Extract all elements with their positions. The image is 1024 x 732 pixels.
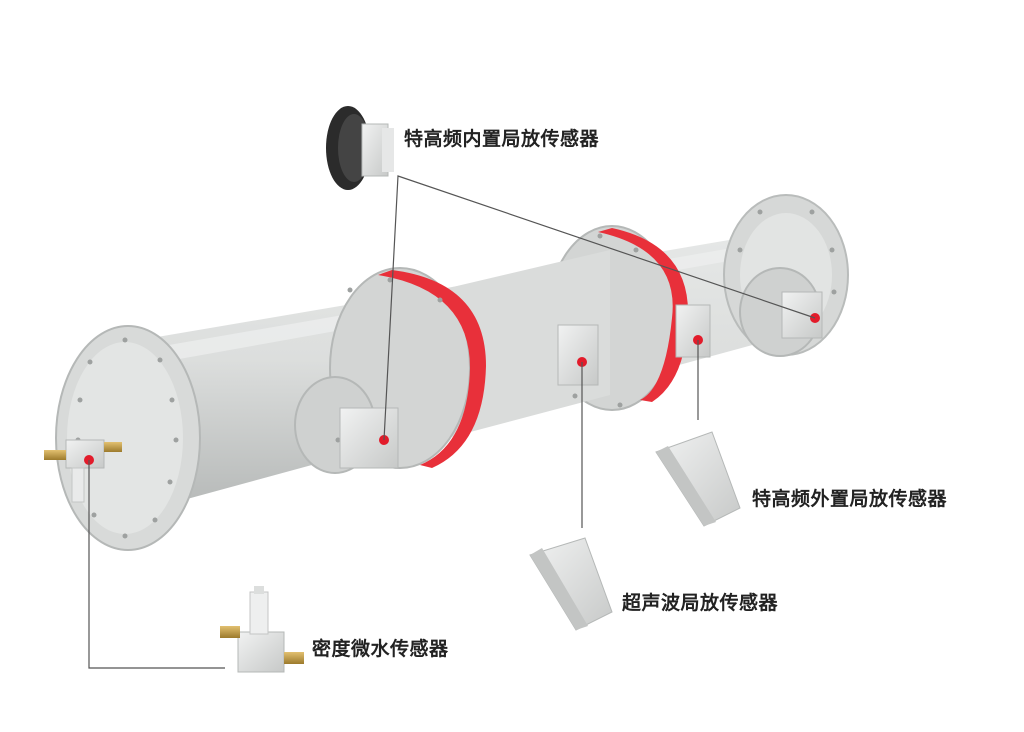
mounted-uhf-external-box	[675, 304, 711, 358]
ultrasonic-sensor-image	[529, 537, 613, 631]
red-band-left	[378, 270, 486, 468]
mounted-uhf-internal-box	[339, 407, 399, 469]
leader-uhf-internal	[383, 175, 816, 441]
label-ultrasonic-sensor: 超声波局放传感器	[622, 592, 779, 614]
mounted-sensors	[44, 291, 823, 503]
leader-density	[88, 460, 225, 669]
gis-pipe	[55, 194, 849, 551]
mounted-density-block	[65, 439, 105, 469]
uhf-internal-sensor-image	[326, 106, 394, 190]
mounted-density-stem	[71, 467, 85, 503]
mounted-ultrasonic-box	[557, 324, 599, 386]
label-uhf-internal-sensor: 特高频内置局放传感器	[404, 128, 600, 150]
leader-lines	[88, 175, 816, 669]
uhf-external-sensor-image	[655, 431, 741, 527]
red-band-right	[598, 228, 689, 402]
density-moisture-sensor-image	[220, 586, 304, 673]
left-end-flange-face	[67, 342, 183, 534]
label-uhf-external-sensor: 特高频外置局放传感器	[752, 488, 948, 510]
mounted-density-fitting-right	[104, 442, 122, 452]
mounted-density-fitting-left	[44, 450, 66, 460]
label-density-moisture-sensor: 密度微水传感器	[312, 638, 449, 660]
